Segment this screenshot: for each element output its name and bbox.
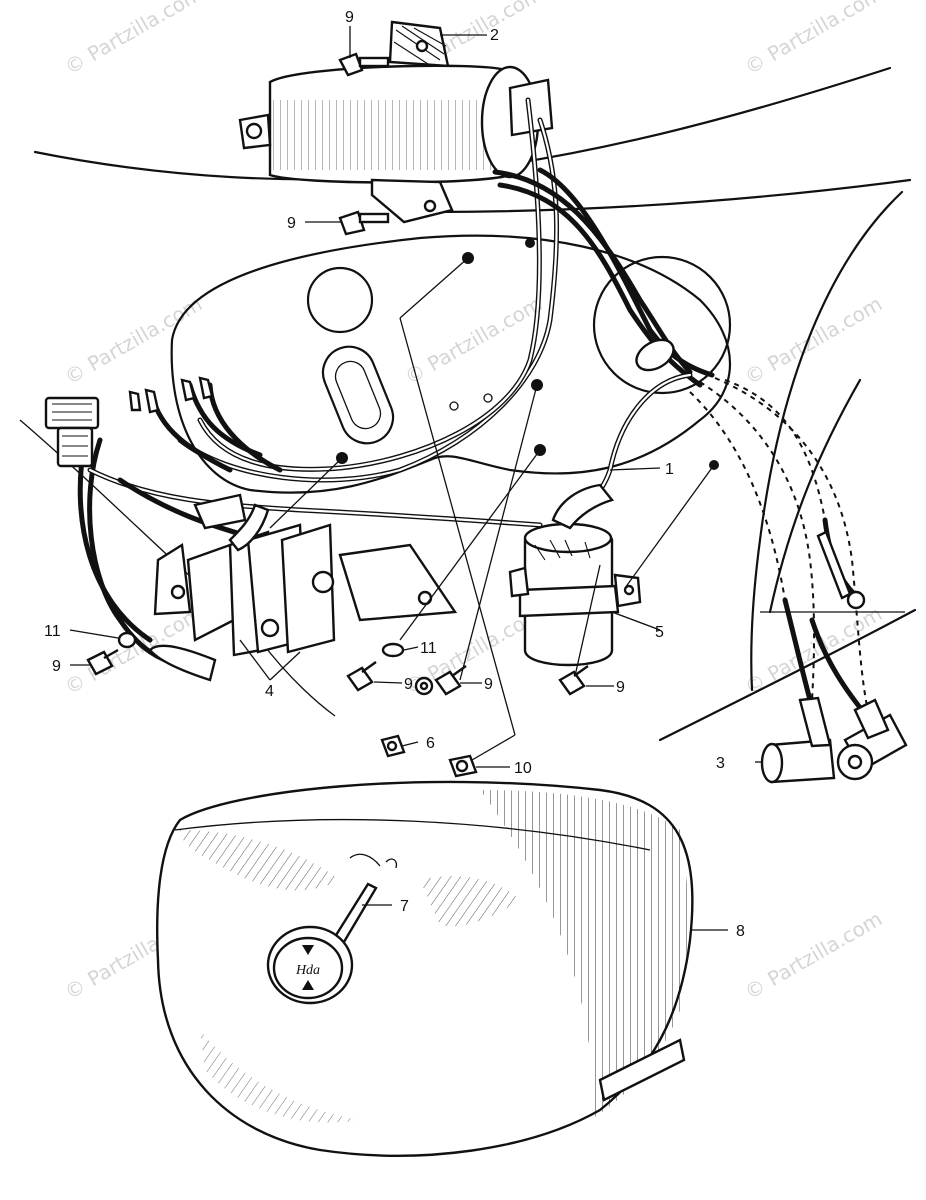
cover-knob: Hda <box>266 882 378 1005</box>
callout-10: 10 <box>514 760 532 777</box>
hardware <box>86 210 589 778</box>
callout-1: 1 <box>665 461 674 478</box>
callout-9: 9 <box>287 215 296 232</box>
watermark: © Partzilla.com <box>741 906 887 1004</box>
plug-caps <box>760 696 908 784</box>
watermark: © Partzilla.com <box>61 291 207 389</box>
callout-11: 11 <box>44 623 61 640</box>
watermark: © Partzilla.com <box>741 291 887 389</box>
rectifier <box>148 493 458 682</box>
callout-11: 11 <box>420 640 437 657</box>
wiring <box>77 97 873 723</box>
side-cover <box>156 780 694 1157</box>
callout-7: 7 <box>400 898 409 915</box>
leader-lines <box>69 26 762 931</box>
callout-2: 2 <box>490 27 499 44</box>
connectors <box>44 376 866 610</box>
callouts: 2 9 9 1 5 4 11 9 11 9 9 9 6 10 3 7 8 <box>44 9 745 940</box>
callout-9: 9 <box>484 676 493 693</box>
condenser <box>508 483 642 667</box>
callout-8: 8 <box>736 923 745 940</box>
knob-emblem: Hda <box>295 963 320 978</box>
callout-9: 9 <box>616 679 625 696</box>
callout-9: 9 <box>404 676 413 693</box>
watermark: © Partzilla.com <box>741 0 887 79</box>
callout-6: 6 <box>426 735 435 752</box>
ignition-coil <box>238 20 554 224</box>
callout-4: 4 <box>265 683 274 700</box>
callout-9: 9 <box>345 9 354 26</box>
callout-5: 5 <box>655 624 664 641</box>
callout-9: 9 <box>52 658 61 675</box>
callout-3: 3 <box>716 755 725 772</box>
watermark: © Partzilla.com <box>61 0 207 79</box>
